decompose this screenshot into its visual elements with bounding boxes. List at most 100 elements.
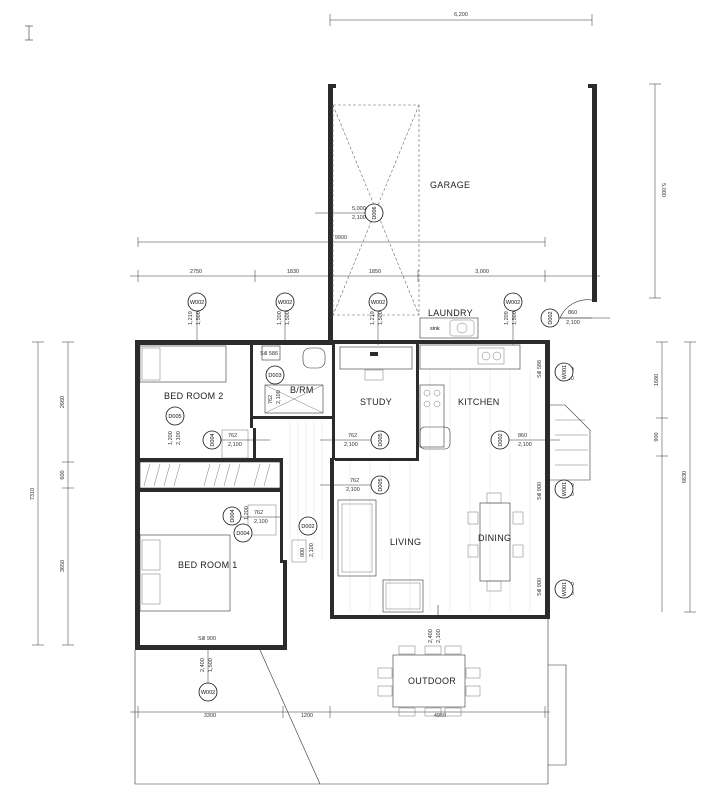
dim-seg-1: 2750 xyxy=(190,269,202,275)
room-label-bed-room-2: BED ROOM 2 xyxy=(164,391,224,401)
tag-d005-living-text: D005 xyxy=(378,478,384,491)
dim-overall-width: 9900 xyxy=(335,235,347,241)
dimension-right: 1680 900 6630 xyxy=(654,341,696,613)
mark-2400-bed1: 2,400 xyxy=(200,658,206,672)
dimension-bottom: 3300 1200 4950 xyxy=(130,706,550,719)
dim-seg-4: 3,000 xyxy=(475,269,489,275)
mark-2100-garage: 2,100 xyxy=(566,320,580,326)
room-label-bed-room-1: BED ROOM 1 xyxy=(178,560,238,570)
mark-1200-bed1: 1,200 xyxy=(244,506,250,520)
laundry: sink xyxy=(419,317,479,339)
tag-d005-bed2-text: D005 xyxy=(168,414,181,420)
room-label-outdoor: OUTDOOR xyxy=(408,676,456,686)
dim-garage-depth: 5,000 xyxy=(660,183,666,197)
room-label-garage: GARAGE xyxy=(430,180,470,190)
exterior-walls xyxy=(135,340,550,650)
dim-seg-2: 1830 xyxy=(287,269,299,275)
sill-900-living: Sill 900 xyxy=(537,578,543,596)
north-mark xyxy=(25,25,33,41)
mark-2400-outdoor: 2,400 xyxy=(428,629,434,643)
floor-texture xyxy=(289,370,531,612)
dim-top-overall: 6,200 xyxy=(454,12,468,18)
tag-d002-garage-text: D002 xyxy=(548,311,554,324)
tag-w001-kitchen-text: W001 xyxy=(562,365,568,379)
mark-2100-bath: 2,100 xyxy=(276,390,282,404)
wardrobes xyxy=(139,461,281,489)
mark-1200-bath: 1,200 xyxy=(277,311,283,325)
tag-w002-bed2-text: W002 xyxy=(190,300,204,306)
tag-d002-bed1-text: D002 xyxy=(301,524,314,530)
tag-w002-bath-text: W002 xyxy=(278,300,292,306)
garage xyxy=(328,84,597,340)
mark-1219-study: 1,219 xyxy=(370,311,376,325)
mark-2100-bed2: 2,100 xyxy=(228,442,242,448)
room-label-bathroom: B/RM xyxy=(290,385,314,395)
mark-2100-living: 2,100 xyxy=(346,487,360,493)
tag-w002-kitchen-text: W002 xyxy=(506,300,520,306)
mark-860-kitchen: 860 xyxy=(518,433,527,439)
sill-900-bed1: Sill 900 xyxy=(198,636,216,642)
callout-tags: W002 W002 W002 W002 D006 D002 D003 D005 … xyxy=(165,203,574,702)
mark-2100-kitchen: 2,100 xyxy=(518,442,532,448)
dim-bottom-1: 3300 xyxy=(204,713,216,719)
tag-d005-study-text: D005 xyxy=(378,433,384,446)
dim-left-2: 600 xyxy=(60,470,66,479)
mark-1219-bed2: 1,219 xyxy=(188,311,194,325)
garage-depth-mark: 5,000 xyxy=(352,206,366,212)
tag-w001-living-text: W001 xyxy=(562,582,568,596)
tag-d006-garage-text: D006 xyxy=(372,206,378,219)
bedroom-1-furniture xyxy=(139,504,307,612)
dim-seg-3: 1850 xyxy=(369,269,381,275)
mark-762-bed2: 762 xyxy=(228,433,237,439)
interior-walls xyxy=(135,343,419,563)
mark-762-living: 762 xyxy=(350,478,359,484)
sill-900-dining: Sill 900 xyxy=(537,482,543,500)
room-label-study: STUDY xyxy=(360,397,392,407)
dim-right-1: 1680 xyxy=(654,374,660,386)
mark-2100-bed1: 2,100 xyxy=(254,519,268,525)
bathroom-fixtures xyxy=(261,345,326,414)
mark-800-bed1: 800 xyxy=(300,548,306,557)
dimension-top-overall: 6,200 xyxy=(329,12,593,26)
room-label-kitchen: KITCHEN xyxy=(458,397,500,407)
rear-deck xyxy=(550,404,591,481)
dim-right-overall: 6630 xyxy=(682,471,688,483)
dim-right-2: 900 xyxy=(654,432,660,441)
mark-1500-study: 1,500 xyxy=(378,311,384,325)
tag-d004-bed1-text: D004 xyxy=(230,509,236,522)
tag-w001-dining-text: W001 xyxy=(562,482,568,496)
tag-w002-study-text: W002 xyxy=(371,300,385,306)
mark-2100-study: 2,100 xyxy=(344,442,358,448)
mark-1500-bath: 1,500 xyxy=(285,311,291,325)
dim-left-overall: 7310 xyxy=(30,488,36,500)
tag-d003-text: D003 xyxy=(268,373,281,379)
dining-furniture xyxy=(467,492,524,592)
tag-d004-bed2-text: D004 xyxy=(210,433,216,446)
mark-762-bath: 762 xyxy=(268,395,274,404)
mark-2100-outdoor: 2,100 xyxy=(436,629,442,643)
sill-586-bath: Sill 586 xyxy=(260,351,278,357)
room-label-laundry: LAUNDRY xyxy=(428,308,473,318)
dim-bottom-2: 1200 xyxy=(301,713,313,719)
mark-1500-bed1: 1,500 xyxy=(208,658,214,672)
tag-w002-bed2 xyxy=(187,292,207,312)
mark-1500-kitchen: 1,500 xyxy=(512,311,518,325)
mark-1500-bed2: 1,500 xyxy=(196,311,202,325)
dimension-overall-width: 9900 xyxy=(137,235,546,247)
outdoor-area xyxy=(134,618,567,785)
dimension-segments-top: 2750 1830 1850 3,000 xyxy=(130,269,600,282)
bedroom-2-furniture xyxy=(139,345,249,459)
laundry-sink-label: sink xyxy=(430,326,440,332)
mark-1200-bed2-left: 1,200 xyxy=(168,431,174,445)
mark-1209-kitchen: 1,209 xyxy=(504,311,510,325)
mark-2100-bed2-left: 2,100 xyxy=(176,431,182,445)
room-label-living: LIVING xyxy=(390,537,421,547)
tag-w002-bed1-text: W002 xyxy=(201,690,215,696)
mark-762-bed1: 762 xyxy=(254,510,263,516)
dimension-garage-depth: 5,000 xyxy=(649,83,666,299)
room-label-dining: DINING xyxy=(478,533,511,543)
living-furniture xyxy=(337,499,439,615)
kitchen-furniture xyxy=(419,344,521,450)
garage-door-height: 2,100 xyxy=(352,215,366,221)
tag-d004-bed1b-text: D004 xyxy=(236,531,249,537)
